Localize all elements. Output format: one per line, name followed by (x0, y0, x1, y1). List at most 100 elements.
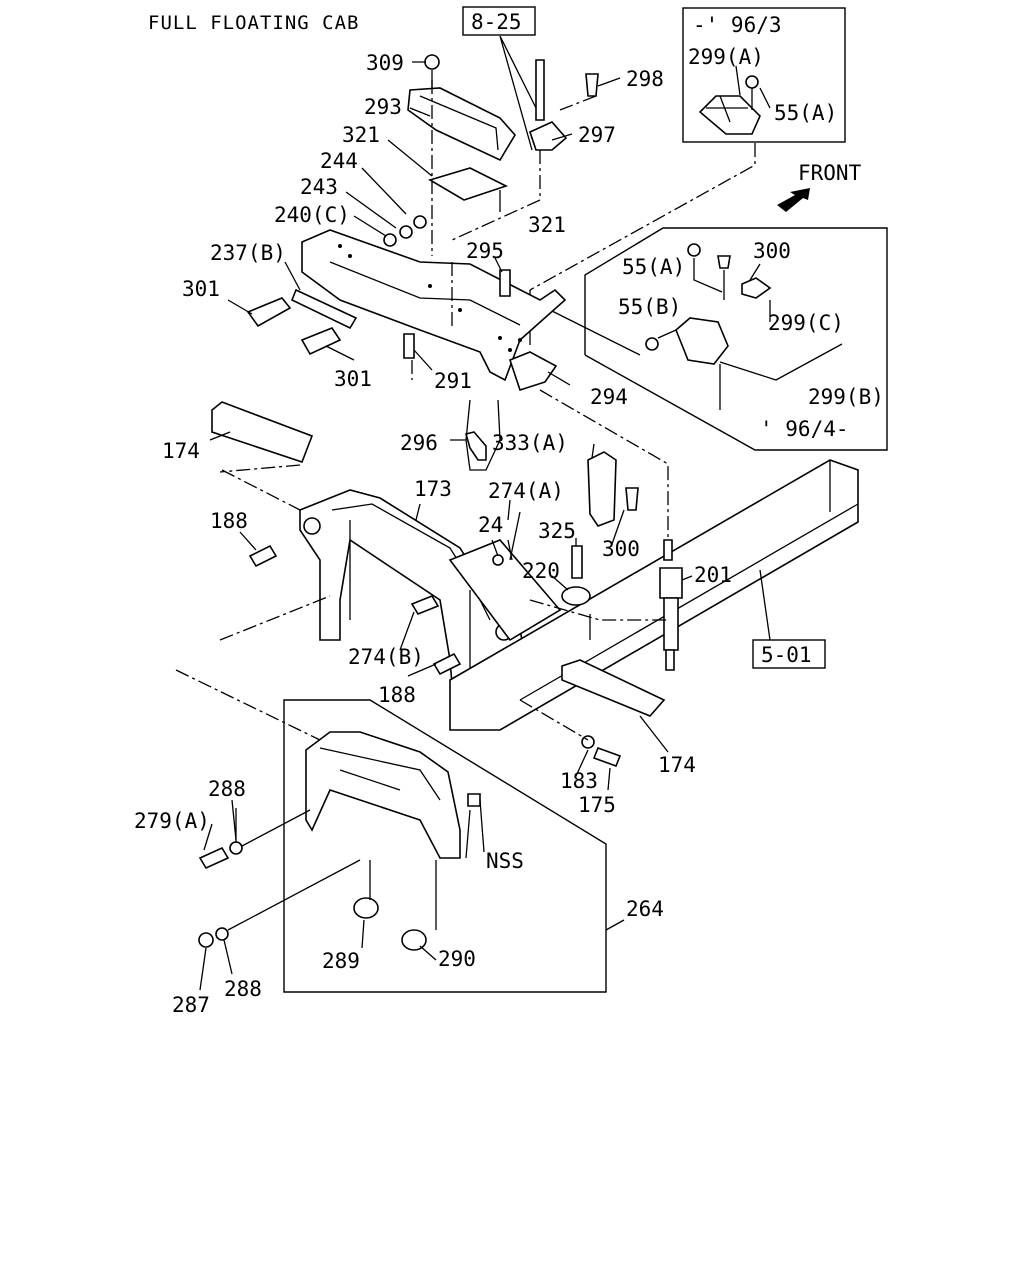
bolt-291-icon (403, 333, 415, 359)
mount-299b-icon (675, 317, 729, 365)
bushing-290-icon (401, 929, 427, 951)
cylinder-333a-icon (587, 451, 617, 527)
label-294: 294 (590, 385, 628, 409)
label-240c: 240(C) (274, 203, 350, 227)
bracket-293 (407, 54, 516, 162)
label-274a: 274(A) (488, 479, 564, 503)
label-279a: 279(A) (134, 809, 210, 833)
inset-early-range: -' 96/3 (693, 13, 782, 37)
label-288b: 288 (224, 977, 262, 1001)
label-288a: 288 (208, 777, 246, 801)
inset-early-part-label: 299(A) (688, 45, 764, 69)
link-8-25-icon (535, 59, 545, 121)
washer-183-icon (581, 735, 595, 749)
inset-late-nut-a-label: 55(A) (622, 255, 685, 279)
label-201: 201 (694, 563, 732, 587)
bolt-188b-icon (432, 652, 462, 676)
label-301b: 301 (334, 367, 372, 391)
label-289: 289 (322, 949, 360, 973)
front-label: FRONT (798, 161, 862, 185)
assembly-box-264 (283, 699, 607, 993)
label-298: 298 (626, 67, 664, 91)
reference-label-8-25: 8-25 (471, 10, 522, 34)
washer-243-icon (399, 225, 413, 239)
label-333a: 333(A) (492, 431, 568, 455)
label-174a: 174 (162, 439, 200, 463)
inset-late-range: ' 96/4- (760, 417, 849, 441)
front-arrow-icon (777, 188, 810, 212)
cross-member-294 (301, 229, 567, 392)
bolt-175-icon (592, 746, 622, 768)
label-183: 183 (560, 769, 598, 793)
label-290: 290 (438, 947, 476, 971)
bolt-279a-icon (198, 846, 230, 870)
bolt-295-icon (499, 269, 511, 297)
reference-label-5-01: 5-01 (761, 643, 812, 667)
label-24: 24 (478, 513, 503, 537)
washer-24-icon (492, 554, 504, 566)
bracket-299c-icon (741, 277, 772, 299)
label-243: 243 (300, 175, 338, 199)
plug-nss-icon (467, 793, 481, 807)
label-173: 173 (414, 477, 452, 501)
washer-244-icon (413, 215, 427, 229)
nut-287-icon (198, 932, 214, 948)
inset-early-nut-label: 55(A) (774, 101, 837, 125)
inset-box-early: -' 96/3 299(A) 55(A) (682, 7, 846, 143)
reference-box-5-01[interactable]: 5-01 (752, 639, 826, 669)
rod-237b-icon (290, 288, 358, 330)
label-321a: 321 (342, 123, 380, 147)
label-220: 220 (522, 559, 560, 583)
bolt-300b-icon (625, 487, 639, 511)
label-188a: 188 (210, 509, 248, 533)
bracket-264-icon (305, 731, 461, 859)
inset-late-mount-c-label: 299(C) (768, 311, 844, 335)
pin-274b-icon (410, 595, 440, 615)
reference-box-8-25[interactable]: 8-25 (462, 6, 536, 36)
strap-296-icon (465, 431, 487, 461)
bolt-300-icon (717, 255, 731, 269)
label-309: 309 (366, 51, 404, 75)
bolt-298-icon (585, 73, 599, 97)
label-293: 293 (364, 95, 402, 119)
washer-288a-icon (229, 841, 243, 855)
label-325: 325 (538, 519, 576, 543)
label-297: 297 (578, 123, 616, 147)
diagram-title: FULL FLOATING CAB (148, 12, 359, 34)
label-301a: 301 (182, 277, 220, 301)
label-237b: 237(B) (210, 241, 286, 265)
inset-late-bolt-label: 300 (753, 239, 791, 263)
bracket-297-icon (529, 121, 568, 151)
bushing-289-icon (353, 897, 379, 919)
bolt-325-icon (571, 545, 583, 579)
label-300b: 300 (602, 537, 640, 561)
label-321b: 321 (528, 213, 566, 237)
bolt-301a-icon (246, 297, 292, 328)
shock-absorber-201 (659, 539, 683, 671)
bolt-188a-icon (248, 544, 278, 568)
label-244: 244 (320, 149, 358, 173)
bracket-174a (211, 401, 314, 464)
label-296: 296 (400, 431, 438, 455)
bracket-174b (561, 659, 666, 717)
label-174b: 174 (658, 753, 696, 777)
nut-55a-icon (687, 243, 701, 257)
inset-box-late: 55(A) 300 55(B) 299(C) 299(B) ' 96/4- (584, 227, 888, 451)
label-295: 295 (466, 239, 504, 263)
nut-55b-icon (645, 337, 659, 351)
cab-mount-299a (698, 75, 761, 135)
inset-late-mount-b-label: 299(B) (808, 385, 884, 409)
label-175: 175 (578, 793, 616, 817)
nut-240c-icon (383, 233, 397, 247)
washer-288b-icon (215, 927, 229, 941)
label-nss: NSS (486, 849, 524, 873)
shim-321-icon (428, 167, 509, 201)
label-264: 264 (626, 897, 664, 921)
bolt-301b-icon (300, 327, 342, 356)
label-274b: 274(B) (348, 645, 424, 669)
inset-late-nut-b-label: 55(B) (618, 295, 681, 319)
plate-220-icon (561, 586, 591, 606)
label-287: 287 (172, 993, 210, 1017)
label-291: 291 (434, 369, 472, 393)
